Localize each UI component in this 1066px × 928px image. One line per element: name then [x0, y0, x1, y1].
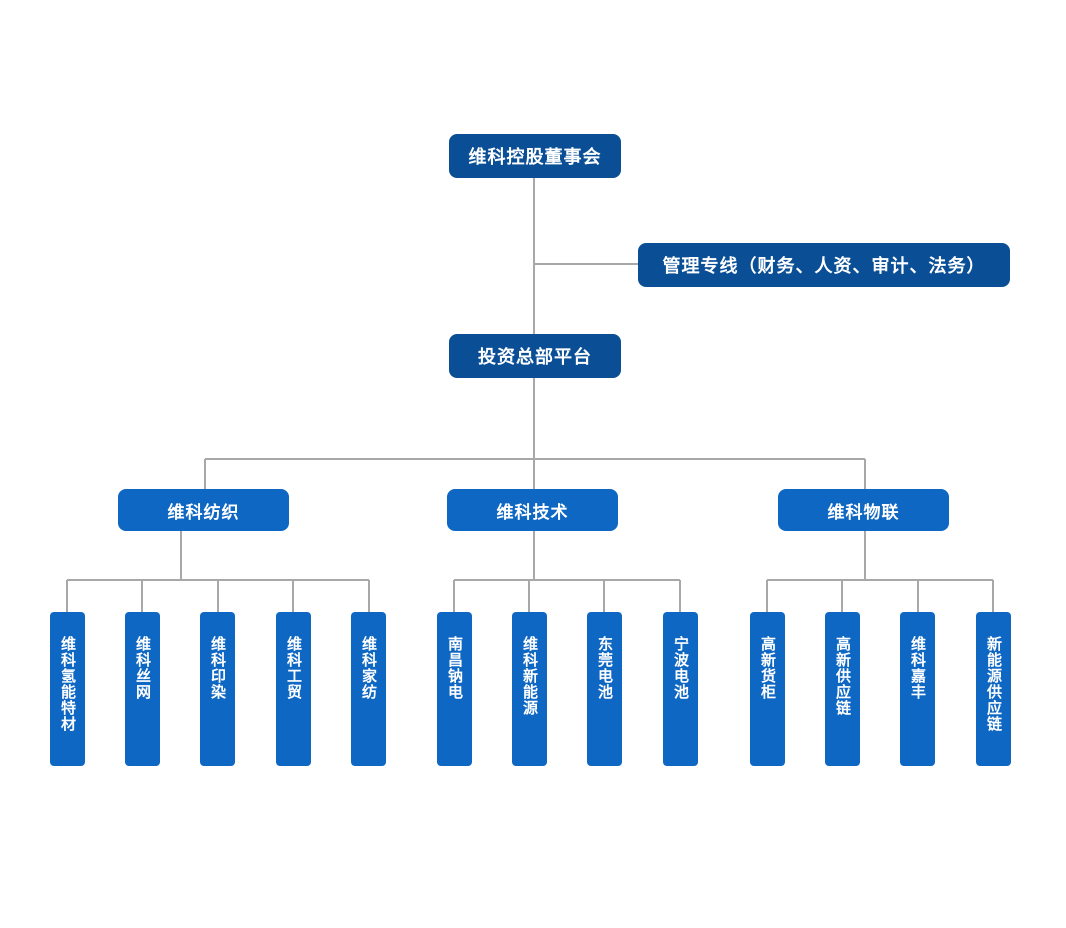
subsidiary-node: 东莞电池 — [587, 612, 622, 766]
management-line-node: 管理专线（财务、人资、审计、法务） — [638, 243, 1010, 287]
subsidiary-node: 新能源供应链 — [976, 612, 1011, 766]
division-node-iot: 维科物联 — [778, 489, 949, 531]
subsidiary-node: 高新供应链 — [825, 612, 860, 766]
division-node-technology: 维科技术 — [447, 489, 618, 531]
subsidiary-node: 维科丝网 — [125, 612, 160, 766]
subsidiary-node: 维科氢能特材 — [50, 612, 85, 766]
division-node-textile: 维科纺织 — [118, 489, 289, 531]
subsidiary-node: 宁波电池 — [663, 612, 698, 766]
subsidiary-node: 高新货柜 — [750, 612, 785, 766]
subsidiary-node: 维科嘉丰 — [900, 612, 935, 766]
subsidiary-node: 维科新能源 — [512, 612, 547, 766]
subsidiary-node: 维科工贸 — [276, 612, 311, 766]
subsidiary-node: 维科家纺 — [351, 612, 386, 766]
subsidiary-node: 南昌钠电 — [437, 612, 472, 766]
platform-node: 投资总部平台 — [449, 334, 621, 378]
subsidiary-node: 维科印染 — [200, 612, 235, 766]
board-node: 维科控股董事会 — [449, 134, 621, 178]
